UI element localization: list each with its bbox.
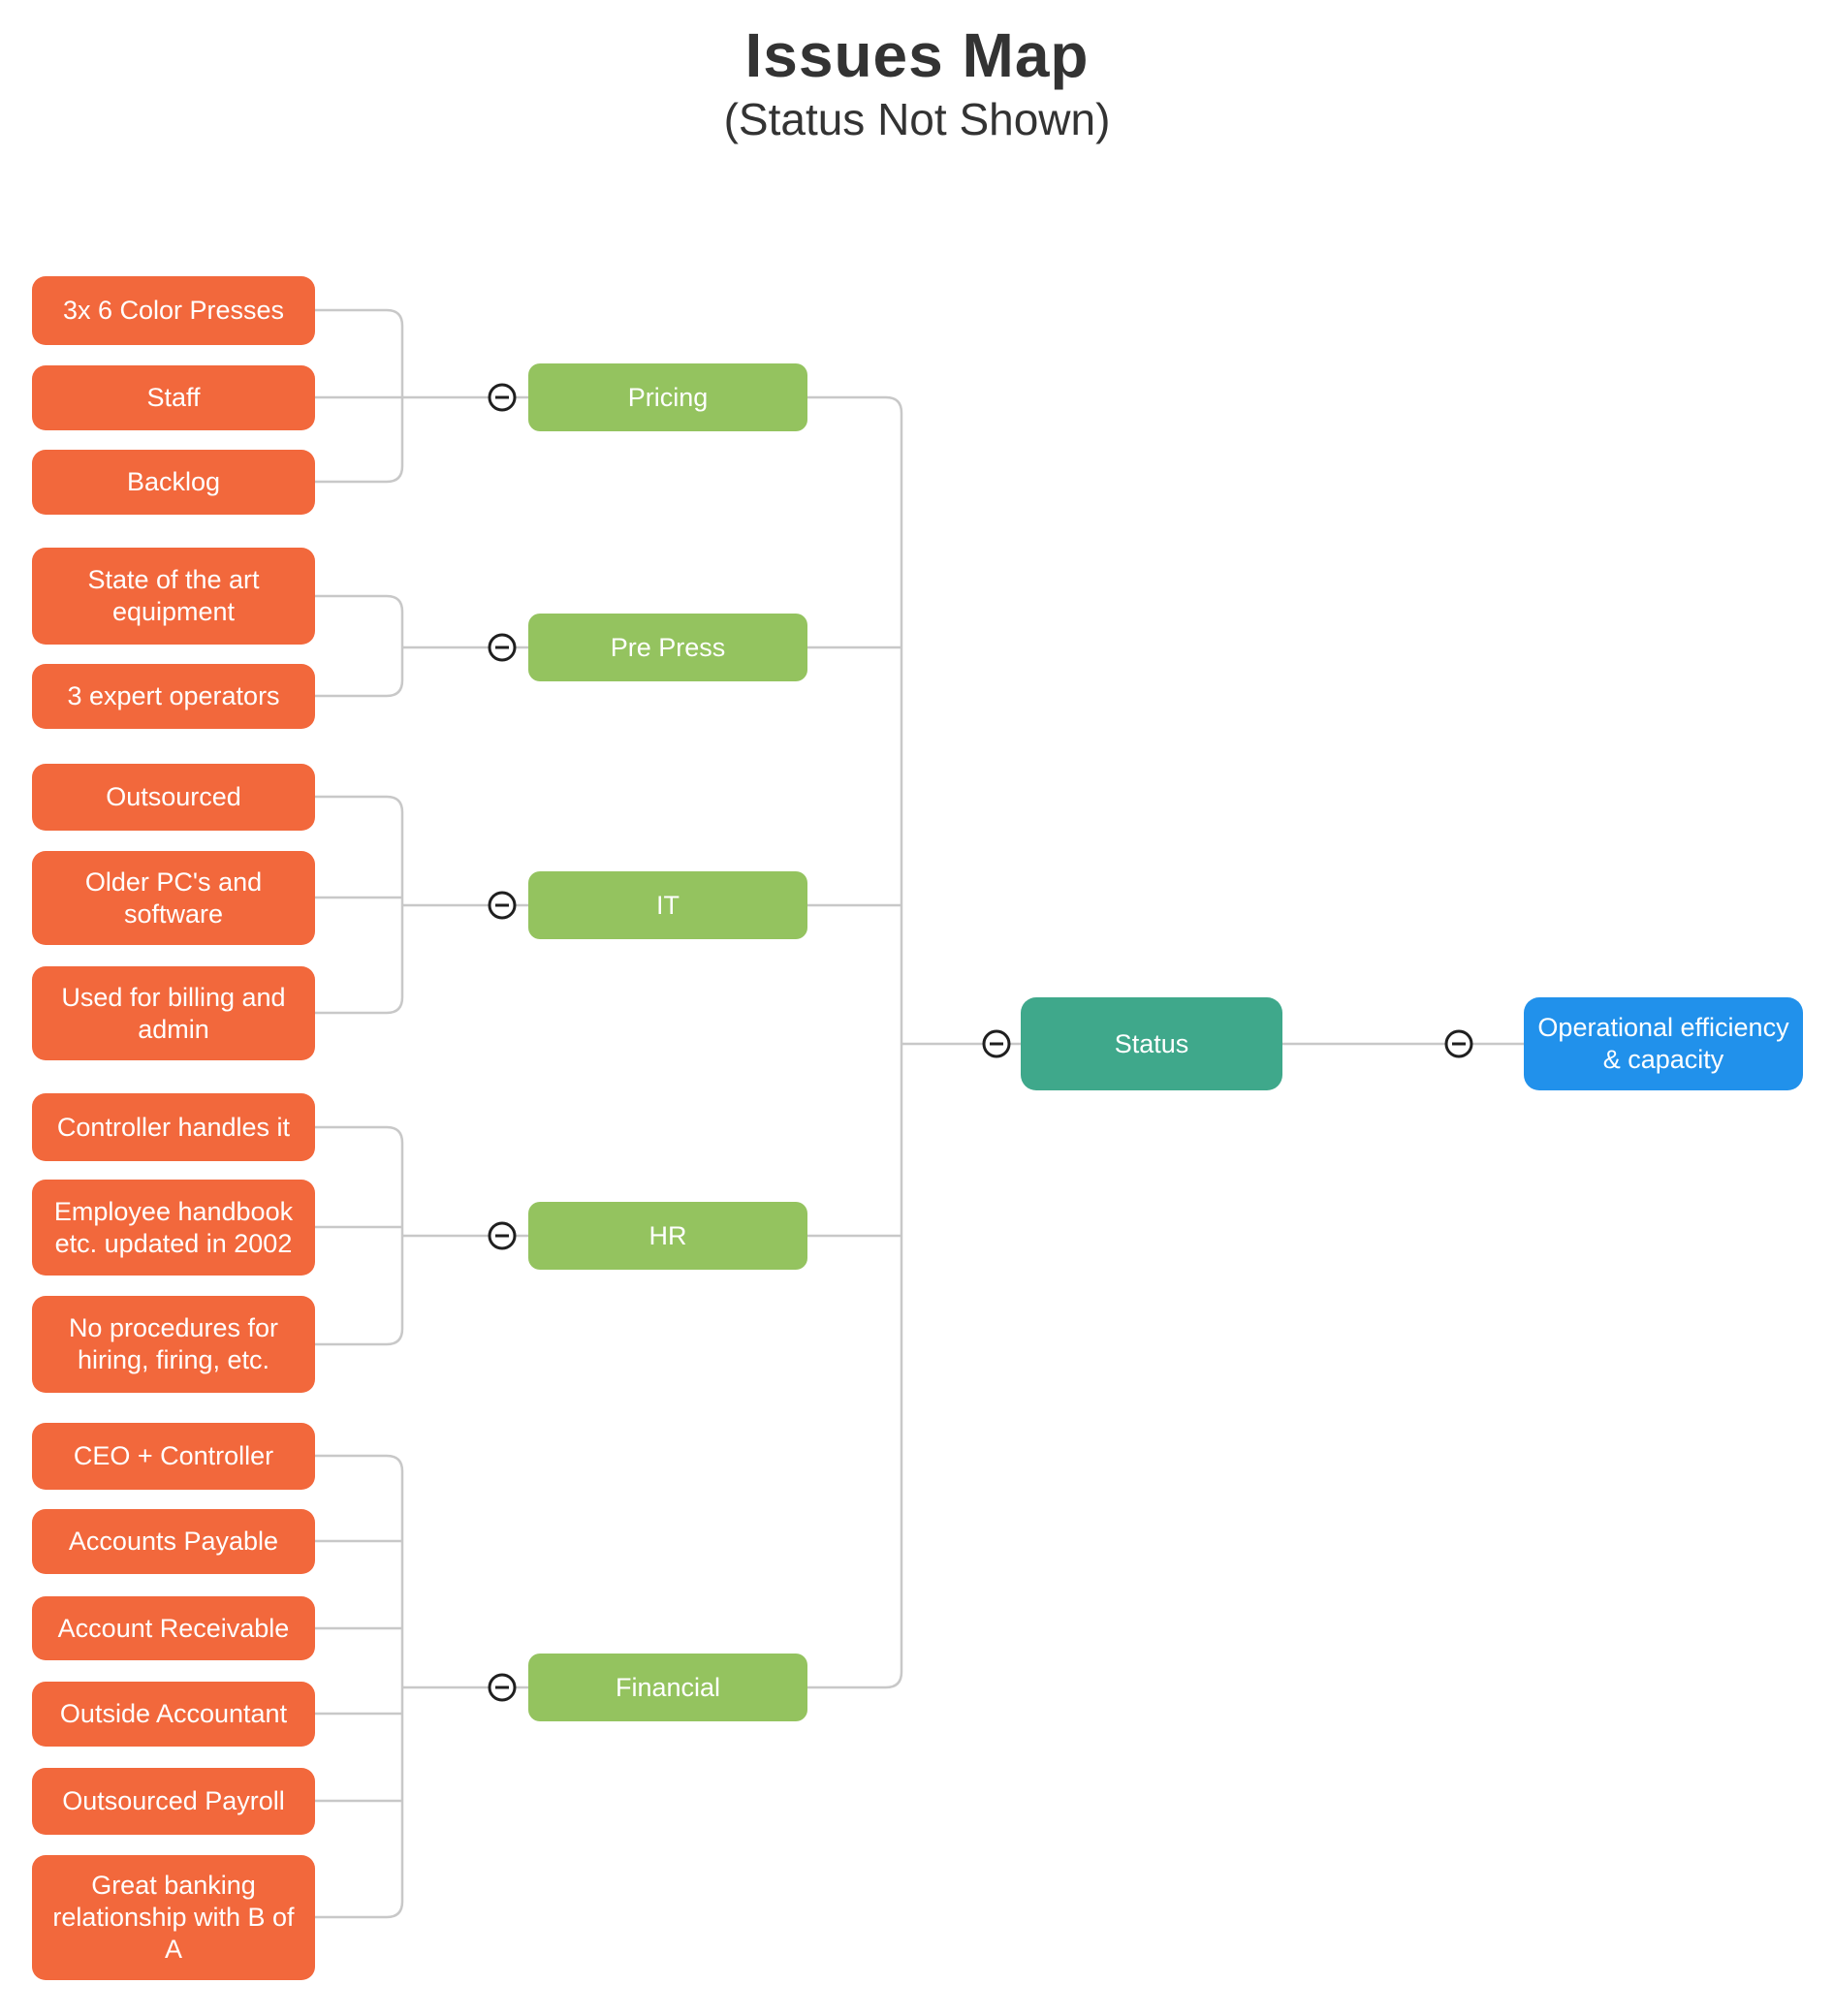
leaf-label: Outsourced: [106, 782, 241, 811]
root-node-operational-efficiency[interactable]: Operational efficiency & capacity: [1524, 997, 1803, 1090]
root-label: Operational efficiency & capacity: [1537, 1013, 1789, 1074]
connector: [807, 395, 903, 1689]
branch-node-hr[interactable]: HR: [528, 1202, 807, 1270]
leaf-node[interactable]: Staff: [32, 365, 315, 430]
leaf-label: Outsourced Payroll: [62, 1786, 285, 1815]
leaf-label: 3 expert operators: [67, 681, 280, 710]
collapse-icon[interactable]: [488, 1673, 517, 1702]
connector: [313, 308, 404, 484]
leaf-node[interactable]: Outsourced: [32, 764, 315, 831]
leaf-label: Older PC's and software: [84, 866, 263, 929]
branch-label: Pricing: [627, 382, 709, 412]
collapse-icon[interactable]: [1444, 1029, 1473, 1058]
leaf-node[interactable]: Older PC's and software: [32, 851, 315, 945]
leaf-node[interactable]: Controller handles it: [32, 1093, 315, 1161]
leaf-label: Outside Accountant: [59, 1699, 288, 1728]
leaf-label: Backlog: [126, 467, 221, 496]
branch-label: IT: [656, 890, 680, 920]
leaf-node[interactable]: 3x 6 Color Presses: [32, 276, 315, 345]
leaf-node[interactable]: CEO + Controller: [32, 1423, 315, 1490]
branch-label: HR: [648, 1220, 687, 1250]
branch-node-it[interactable]: IT: [528, 871, 807, 939]
connector: [313, 795, 404, 1015]
leaf-node[interactable]: 3 expert operators: [32, 664, 315, 729]
leaf-label: CEO + Controller: [73, 1441, 274, 1470]
leaf-label: Great banking relationship with B of A: [52, 1871, 295, 1964]
leaf-label: No procedures for hiring, firing, etc.: [68, 1313, 279, 1374]
hub-label: Status: [1114, 1028, 1189, 1058]
leaf-label: Accounts Payable: [68, 1527, 279, 1556]
connector: [313, 1125, 404, 1346]
branch-node-pricing[interactable]: Pricing: [528, 363, 807, 431]
hub-node-status[interactable]: Status: [1021, 997, 1282, 1090]
branch-node-pre-press[interactable]: Pre Press: [528, 614, 807, 681]
leaf-label: Account Receivable: [57, 1613, 290, 1643]
leaf-label: Controller handles it: [56, 1112, 291, 1142]
connector: [313, 1454, 404, 1919]
leaf-node[interactable]: No procedures for hiring, firing, etc.: [32, 1296, 315, 1393]
leaf-node[interactable]: Account Receivable: [32, 1596, 315, 1660]
leaf-node[interactable]: Great banking relationship with B of A: [32, 1855, 315, 1980]
collapse-icon[interactable]: [982, 1029, 1011, 1058]
collapse-icon[interactable]: [488, 891, 517, 920]
collapse-icon[interactable]: [488, 633, 517, 662]
branch-node-financial[interactable]: Financial: [528, 1654, 807, 1721]
leaf-label: Used for billing and admin: [61, 982, 286, 1044]
leaf-node[interactable]: Employee handbook etc. updated in 2002: [32, 1180, 315, 1276]
collapse-icon[interactable]: [488, 383, 517, 412]
leaf-node[interactable]: State of the art equipment: [32, 548, 315, 645]
leaf-node[interactable]: Accounts Payable: [32, 1509, 315, 1574]
leaf-node[interactable]: Outside Accountant: [32, 1682, 315, 1747]
leaf-node[interactable]: Outsourced Payroll: [32, 1768, 315, 1835]
leaf-node[interactable]: Used for billing and admin: [32, 966, 315, 1060]
leaf-label: 3x 6 Color Presses: [62, 296, 285, 325]
leaf-label: Staff: [146, 383, 201, 412]
leaf-label: State of the art equipment: [87, 565, 260, 626]
branch-label: Financial: [615, 1672, 721, 1702]
collapse-icon[interactable]: [488, 1221, 517, 1250]
connector: [313, 594, 404, 698]
leaf-label: Employee handbook etc. updated in 2002: [53, 1196, 294, 1258]
leaf-node[interactable]: Backlog: [32, 450, 315, 515]
branch-label: Pre Press: [610, 632, 726, 662]
